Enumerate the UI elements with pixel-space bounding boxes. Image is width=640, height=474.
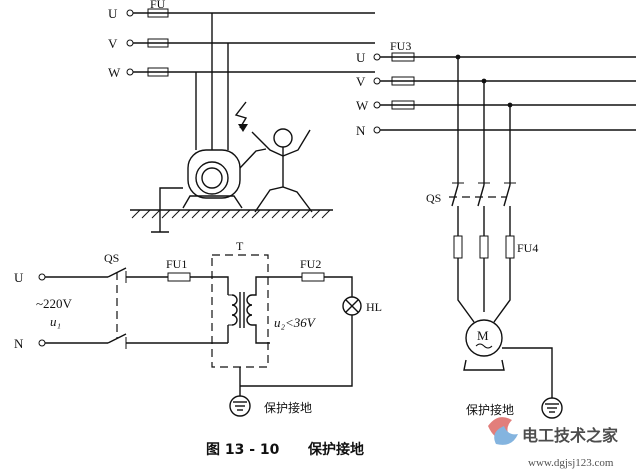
fuse-fu2	[301, 272, 325, 282]
diagram-b-motor-ground: U V W N FU3 QS FU4	[356, 39, 636, 419]
watermark-logo-icon	[488, 417, 518, 445]
lamp-label: HL	[366, 300, 382, 314]
fuse-label-fu3: FU3	[390, 39, 411, 53]
fuse-label-a: FU	[150, 0, 166, 11]
fuse-fu4-1	[453, 235, 463, 259]
phase-label-w: W	[108, 65, 121, 80]
phase-b-w: W	[356, 98, 369, 113]
voltage-input-label: ~220V	[36, 296, 73, 311]
motor-label-m: M	[477, 328, 489, 343]
person-icon	[239, 128, 313, 213]
ground-label-b: 保护接地	[466, 402, 514, 417]
fuse-label-fu2: FU2	[300, 257, 321, 271]
fuse-fu4-2	[479, 235, 489, 259]
lamp-hl-icon	[342, 296, 362, 316]
figure-caption: 图 13 - 10 保护接地	[206, 441, 364, 458]
watermark: 电工技术之家 www.dgjsj123.com	[488, 417, 619, 469]
fuse-label-fu4: FU4	[517, 241, 538, 255]
fuse-a-w	[147, 67, 169, 77]
motor-icon	[182, 149, 243, 209]
label-c-u: U	[14, 270, 24, 285]
switch-qs-c	[107, 267, 127, 349]
diagram-c-lamp-circuit: U N ~220V u₁ QS FU1 T	[14, 239, 382, 417]
watermark-text: 电工技术之家	[522, 426, 619, 445]
transformer-icon	[228, 292, 253, 328]
label-c-n: N	[14, 336, 24, 351]
fuse-b-u	[391, 52, 415, 62]
motor-m-icon	[463, 319, 505, 371]
phase-label-v: V	[108, 36, 118, 51]
fuse-fu4-3	[505, 235, 515, 259]
ground-label-c: 保护接地	[264, 400, 312, 415]
switch-label-qs-b: QS	[426, 191, 441, 205]
transformer-label: T	[236, 239, 244, 253]
figure-number: 图 13 - 10	[206, 442, 280, 458]
phase-b-u: U	[356, 50, 366, 65]
ground-symbol-c-icon	[229, 395, 251, 417]
watermark-url: www.dgjsj123.com	[528, 457, 614, 469]
diagram-a-motor-touch: U V W FU	[108, 0, 375, 233]
switch-label-qs-c: QS	[104, 251, 119, 265]
fuse-label-fu1: FU1	[166, 257, 187, 271]
phase-b-v: V	[356, 74, 366, 89]
fuse-a-u	[147, 8, 169, 18]
ground-symbol-b-icon	[541, 397, 563, 419]
figure-title: 保护接地	[307, 441, 364, 458]
fault-arrow-icon	[234, 101, 248, 129]
ground-hatch	[131, 209, 331, 219]
fuse-b-w	[391, 100, 415, 110]
u2-label: u₂<36V	[274, 315, 317, 330]
phase-label-u: U	[108, 6, 118, 21]
fuse-b-v	[391, 76, 415, 86]
phase-b-n: N	[356, 123, 366, 138]
switch-qs-b	[449, 182, 516, 207]
u1-label: u₁	[50, 314, 61, 329]
fuse-a-v	[147, 38, 169, 48]
fuse-fu1	[167, 272, 191, 282]
